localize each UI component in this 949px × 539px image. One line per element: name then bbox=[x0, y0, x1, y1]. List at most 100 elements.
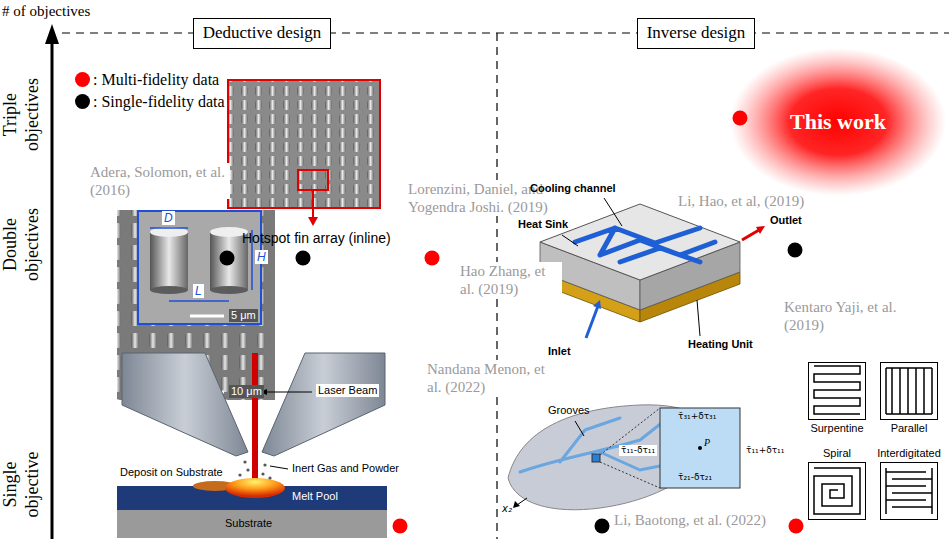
node-text: Surpentine bbox=[810, 422, 863, 435]
node-text: Spiral bbox=[823, 447, 851, 460]
legend-text: : Multi-fidelity data bbox=[93, 70, 219, 89]
fin-array-image bbox=[228, 80, 380, 226]
fin-array-image bbox=[312, 190, 314, 218]
groove-figure bbox=[660, 408, 740, 488]
scale-label: 10 μm bbox=[229, 385, 264, 398]
region-divider bbox=[62, 33, 949, 539]
groove-figure bbox=[517, 498, 527, 505]
dimension-label: H bbox=[255, 250, 268, 264]
additive-manufacturing-figure bbox=[117, 510, 387, 538]
objective-axis bbox=[45, 24, 59, 44]
additive-manufacturing-figure bbox=[268, 476, 271, 479]
legend-text: : Single-fidelity data bbox=[93, 92, 225, 111]
sem-pillar-image bbox=[150, 227, 188, 237]
additive-manufacturing-figure bbox=[252, 353, 258, 485]
additive-manufacturing-figure bbox=[238, 473, 241, 476]
heat-sink-figure bbox=[604, 198, 622, 226]
objective-axis bbox=[51, 42, 54, 539]
additive-manufacturing-figure bbox=[266, 392, 312, 393]
citation: Hao Zhang, et al. (2019) bbox=[458, 262, 562, 298]
header-box: Deductive design bbox=[193, 18, 332, 49]
additive-manufacturing-figure bbox=[243, 460, 246, 463]
scale-label: 5 μm bbox=[229, 309, 258, 322]
sem-pillar-image bbox=[150, 227, 188, 229]
sem-pillar-image bbox=[150, 232, 188, 290]
channel-pattern bbox=[814, 468, 860, 514]
fin-array-image bbox=[308, 217, 318, 226]
sem-pillar-image bbox=[169, 300, 229, 302]
fidelity-dot bbox=[788, 243, 803, 258]
fin-array-image bbox=[298, 170, 328, 190]
point-label: P bbox=[704, 437, 710, 449]
part-label: Grooves bbox=[548, 404, 590, 417]
part-label: Melt Pool bbox=[292, 490, 338, 503]
citation: Li, Hao, et al, (2019) bbox=[676, 192, 806, 210]
additive-manufacturing-figure bbox=[117, 353, 387, 538]
sem-pillar-image bbox=[210, 286, 248, 294]
heat-sink-figure bbox=[697, 300, 700, 336]
groove-figure bbox=[508, 405, 740, 510]
header-box: Inverse design bbox=[637, 18, 756, 49]
heat-sink-figure bbox=[756, 226, 765, 234]
citation: Nandana Menon, et al. (2022) bbox=[425, 360, 557, 396]
additive-manufacturing-figure bbox=[262, 353, 385, 456]
sem-pillar-image bbox=[138, 211, 261, 324]
axis-title: # of objectives bbox=[2, 2, 90, 20]
axis-label: x₂ bbox=[502, 503, 512, 515]
additive-manufacturing-figure bbox=[122, 353, 248, 456]
additive-manufacturing-figure bbox=[261, 472, 264, 475]
groove-figure bbox=[592, 454, 600, 462]
stress-label: τ̄₃₁+δτ₃₁ bbox=[678, 411, 716, 422]
sem-pillar-image bbox=[150, 286, 188, 294]
heat-sink-figure bbox=[562, 235, 578, 246]
citation: Adera, Solomon, et al. (2016) bbox=[88, 163, 230, 199]
dimension-label: L bbox=[193, 284, 204, 298]
node-text: Deductive design bbox=[203, 23, 322, 43]
part-label: Inert Gas and Powder bbox=[292, 462, 399, 475]
part-label: Laser Beam bbox=[316, 384, 379, 397]
additive-manufacturing-figure bbox=[263, 463, 266, 466]
additive-manufacturing-figure bbox=[270, 466, 288, 469]
citation: Kentaro Yaji, et al. (2019) bbox=[782, 298, 916, 334]
fin-array-image bbox=[228, 80, 380, 208]
objective-axis bbox=[45, 24, 59, 539]
stress-label: τ̄₁₁+δτ₁₁ bbox=[744, 445, 786, 456]
groove-figure bbox=[698, 446, 702, 450]
pattern-box: Interdigitated bbox=[880, 462, 938, 520]
axis-level: Triple objectives bbox=[0, 65, 43, 165]
heat-sink-figure bbox=[593, 300, 601, 309]
fidelity-dot bbox=[220, 111, 804, 534]
dimension-label: D bbox=[162, 211, 175, 225]
fin-array-image bbox=[228, 80, 380, 208]
node-text: Parallel bbox=[891, 422, 928, 435]
part-label: Inlet bbox=[548, 345, 571, 358]
heat-sink-figure bbox=[540, 198, 765, 338]
channel-pattern bbox=[886, 468, 932, 514]
highlight-glow bbox=[730, 48, 946, 196]
figure-caption: Hotspot fin array (inline) bbox=[242, 230, 391, 247]
highlight-glow bbox=[730, 48, 946, 196]
part-label: Outlet bbox=[770, 214, 802, 227]
fidelity-dot bbox=[733, 111, 748, 126]
node-text: This work bbox=[790, 109, 886, 135]
fidelity-dot bbox=[595, 519, 610, 534]
axis-level: Single objective bbox=[0, 435, 43, 535]
legend-swatch bbox=[75, 94, 90, 109]
fidelity-dot bbox=[220, 251, 235, 266]
heat-sink-figure bbox=[540, 204, 740, 280]
fidelity-dot bbox=[296, 251, 311, 266]
fidelity-dot bbox=[393, 519, 408, 534]
highlight-blob: This work bbox=[780, 105, 896, 139]
fidelity-dot bbox=[425, 251, 440, 266]
node-text: Inverse design bbox=[647, 23, 746, 43]
pattern-box: Surpentine bbox=[808, 362, 866, 420]
legend-entry: : Single-fidelity data bbox=[75, 92, 225, 111]
part-label: Heat Sink bbox=[518, 218, 568, 231]
groove-figure bbox=[600, 408, 660, 455]
stress-label: τ̄₂₁-δτ₂₁ bbox=[678, 472, 712, 483]
additive-manufacturing-figure bbox=[225, 478, 285, 498]
stress-label: τ̄₁₁-δτ₁₁ bbox=[619, 445, 657, 456]
pattern-box: Parallel bbox=[880, 362, 938, 420]
part-label: Deposit on Substrate bbox=[120, 466, 223, 479]
